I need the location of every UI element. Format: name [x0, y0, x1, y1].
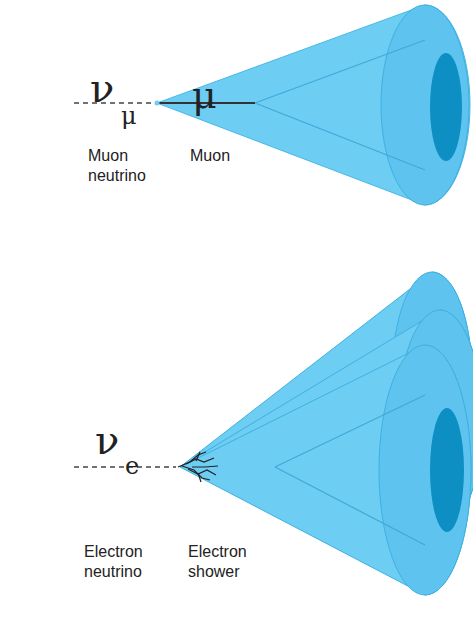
flavor-subscript: e [125, 454, 149, 478]
ring-image [430, 408, 464, 532]
particle-label: Electron shower [188, 542, 266, 582]
neutrino-path [74, 102, 156, 104]
inner-cone [255, 40, 425, 170]
particle-label: Electron neutrino [84, 542, 166, 582]
cherenkov-cone [157, 5, 470, 205]
flavor-subscript: μ [121, 104, 145, 128]
ring-image [430, 53, 462, 161]
muon-symbol: μ [192, 76, 232, 114]
electron-shower [178, 452, 218, 482]
cone-rim [379, 345, 471, 595]
cherenkov-cone [180, 345, 471, 595]
vertex [155, 101, 160, 106]
particle-label: Muon [190, 146, 270, 166]
cone-rim [381, 5, 469, 205]
particle-label: Muon neutrino [88, 146, 168, 186]
inner-cone [275, 395, 425, 545]
neutrino-symbol: ν [90, 68, 130, 108]
